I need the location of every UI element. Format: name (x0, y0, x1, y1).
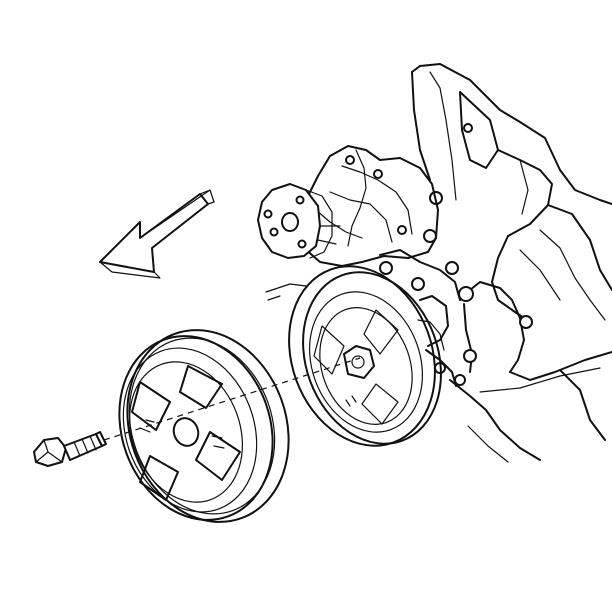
crankshaft-balancer (288, 265, 445, 447)
assembly-centerline (103, 357, 361, 441)
pulley-bolt (33, 431, 107, 467)
engine-block (265, 63, 612, 463)
crankshaft-pulley (118, 329, 290, 523)
direction-arrow (99, 189, 215, 279)
water-pump (257, 145, 439, 267)
